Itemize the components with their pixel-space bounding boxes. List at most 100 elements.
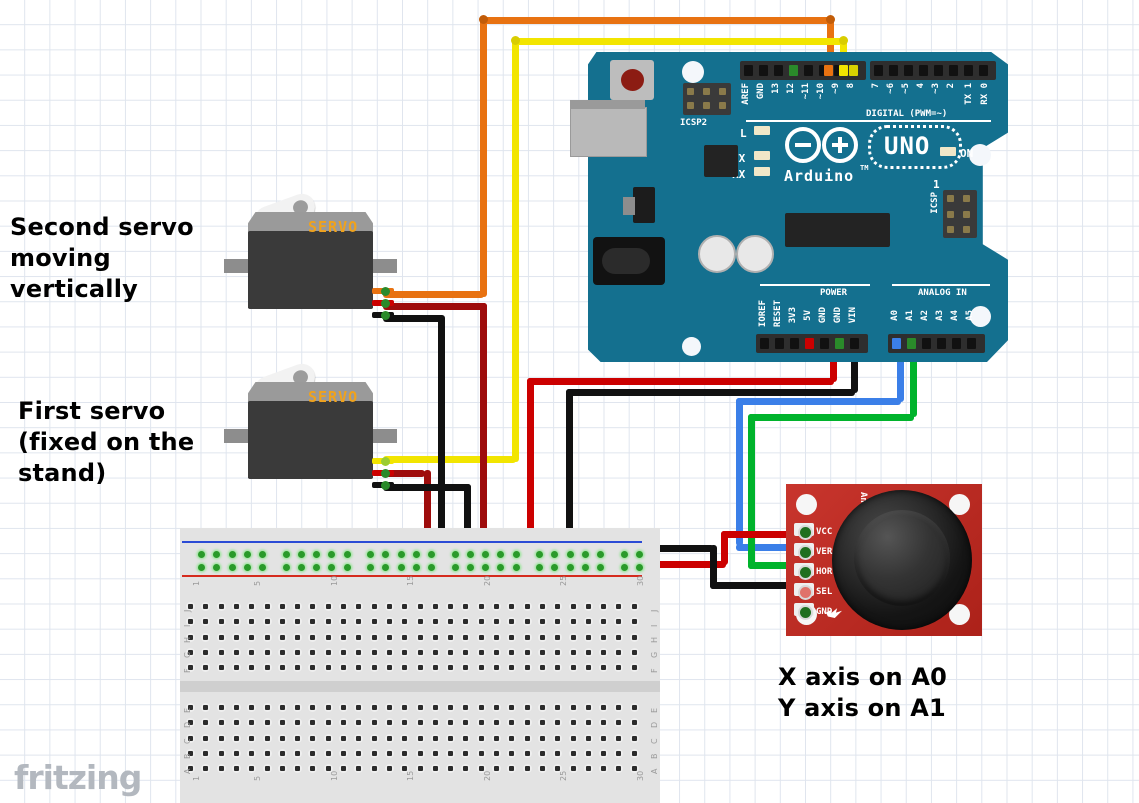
breadboard-socket-pin[interactable]: [188, 619, 193, 625]
breadboard-socket-pin[interactable]: [478, 649, 484, 655]
breadboard-rail-hole[interactable]: [259, 551, 267, 558]
breadboard-rail-hole[interactable]: [213, 551, 221, 558]
breadboard-socket-pin[interactable]: [203, 720, 209, 726]
breadboard-socket-pin[interactable]: [279, 604, 285, 609]
breadboard-socket-pin[interactable]: [494, 720, 499, 726]
breadboard-socket-pin[interactable]: [448, 720, 454, 726]
breadboard-socket-pin[interactable]: [203, 634, 209, 640]
wire-blue-a0-vert[interactable]: [897, 345, 904, 402]
breadboard-socket-pin[interactable]: [417, 649, 423, 655]
breadboard-rail-hole[interactable]: [581, 564, 589, 571]
breadboard-socket-pin[interactable]: [356, 634, 362, 640]
breadboard-socket-pin[interactable]: [233, 665, 239, 671]
breadboard-socket-pin[interactable]: [295, 604, 301, 609]
breadboard-socket-pin[interactable]: [188, 604, 193, 609]
breadboard-socket-pin[interactable]: [325, 735, 331, 741]
wire-green-down[interactable]: [748, 414, 755, 569]
breadboard-socket-pin[interactable]: [279, 735, 285, 741]
breadboard-socket-pin[interactable]: [509, 720, 515, 726]
breadboard-socket-pin[interactable]: [310, 766, 316, 772]
breadboard-socket-pin[interactable]: [509, 634, 515, 640]
breadboard-socket-pin[interactable]: [341, 750, 346, 756]
breadboard-socket-pin[interactable]: [478, 665, 484, 671]
breadboard-rail-hole[interactable]: [412, 564, 420, 571]
breadboard-socket-pin[interactable]: [310, 750, 316, 756]
wire-black-rail-joy-v[interactable]: [710, 545, 717, 589]
breadboard-socket-pin[interactable]: [539, 735, 545, 741]
breadboard-socket-pin[interactable]: [555, 705, 561, 710]
breadboard-socket-pin[interactable]: [417, 665, 423, 671]
breadboard-socket-pin[interactable]: [524, 735, 530, 741]
breadboard-socket-pin[interactable]: [585, 705, 591, 710]
breadboard-socket-pin[interactable]: [356, 649, 362, 655]
breadboard-socket-pin[interactable]: [463, 705, 469, 710]
breadboard-rail-hole[interactable]: [581, 551, 589, 558]
breadboard-socket-pin[interactable]: [371, 619, 377, 625]
breadboard-socket-pin[interactable]: [509, 619, 515, 625]
breadboard-rail-hole[interactable]: [466, 551, 474, 558]
breadboard-rail-hole[interactable]: [297, 551, 305, 558]
breadboard-socket-pin[interactable]: [448, 766, 454, 772]
breadboard-socket-pin[interactable]: [233, 735, 239, 741]
breadboard-socket-pin[interactable]: [448, 750, 454, 756]
icsp2-header[interactable]: [683, 83, 731, 115]
breadboard-socket-pin[interactable]: [555, 750, 561, 756]
breadboard-socket-pin[interactable]: [432, 649, 438, 655]
wire-black-to-rail[interactable]: [566, 389, 573, 546]
breadboard-socket-pin[interactable]: [279, 619, 285, 625]
breadboard-rail-hole[interactable]: [451, 564, 459, 571]
breadboard-rail-hole[interactable]: [428, 564, 436, 571]
breadboard-rail-hole[interactable]: [566, 564, 574, 571]
breadboard-socket-pin[interactable]: [448, 604, 454, 609]
breadboard-socket-pin[interactable]: [341, 705, 346, 710]
breadboard-socket-pin[interactable]: [432, 604, 438, 609]
breadboard-socket-pin[interactable]: [218, 735, 224, 741]
breadboard-socket-pin[interactable]: [218, 750, 224, 756]
breadboard-socket-pin[interactable]: [616, 766, 622, 772]
breadboard-rail-hole[interactable]: [566, 551, 574, 558]
breadboard-socket-pin[interactable]: [310, 720, 316, 726]
breadboard-rail-hole[interactable]: [536, 551, 543, 558]
breadboard-socket-pin[interactable]: [494, 619, 499, 625]
breadboard-socket-pin[interactable]: [310, 705, 316, 710]
breadboard-socket-pin[interactable]: [478, 634, 484, 640]
breadboard-socket-pin[interactable]: [585, 750, 591, 756]
breadboard-socket-pin[interactable]: [631, 720, 637, 726]
wire-yellow-right[interactable]: [840, 38, 847, 64]
wire-red-rail-joy[interactable]: [620, 561, 726, 568]
breadboard-socket-pin[interactable]: [188, 665, 193, 671]
breadboard-socket-pin[interactable]: [371, 766, 377, 772]
breadboard-socket-pin[interactable]: [417, 705, 423, 710]
breadboard-socket-pin[interactable]: [188, 735, 193, 741]
breadboard-socket-pin[interactable]: [233, 750, 239, 756]
breadboard-socket-pin[interactable]: [325, 604, 331, 609]
breadboard-socket-pin[interactable]: [631, 649, 637, 655]
breadboard-socket-pin[interactable]: [279, 705, 285, 710]
wire-blue-to-joy[interactable]: [736, 544, 802, 551]
breadboard-socket-pin[interactable]: [478, 750, 484, 756]
digital-header-left[interactable]: [870, 61, 996, 80]
breadboard-socket-pin[interactable]: [325, 634, 331, 640]
breadboard-socket-pin[interactable]: [203, 750, 209, 756]
breadboard-rail-hole[interactable]: [282, 564, 290, 571]
breadboard-socket-pin[interactable]: [203, 649, 209, 655]
breadboard-socket-pin[interactable]: [585, 665, 591, 671]
wire-red-5v-vert[interactable]: [830, 345, 837, 382]
breadboard-socket-pin[interactable]: [386, 705, 392, 710]
breadboard-socket-pin[interactable]: [295, 665, 301, 671]
breadboard-socket-pin[interactable]: [601, 766, 607, 772]
breadboard-socket-pin[interactable]: [295, 649, 301, 655]
breadboard-socket-pin[interactable]: [478, 705, 484, 710]
breadboard-socket-pin[interactable]: [249, 604, 255, 609]
breadboard-socket-pin[interactable]: [386, 634, 392, 640]
breadboard-socket-pin[interactable]: [295, 705, 301, 710]
breadboard-socket-pin[interactable]: [478, 766, 484, 772]
breadboard-rail-hole[interactable]: [451, 551, 459, 558]
breadboard-rail-hole[interactable]: [597, 551, 605, 558]
breadboard-socket-pin[interactable]: [203, 619, 209, 625]
breadboard-socket-pin[interactable]: [555, 665, 561, 671]
breadboard-socket-pin[interactable]: [539, 720, 545, 726]
wire-red-5v-horiz[interactable]: [527, 378, 834, 385]
joystick-pin-vert[interactable]: [798, 545, 813, 560]
breadboard-socket-pin[interactable]: [463, 634, 469, 640]
